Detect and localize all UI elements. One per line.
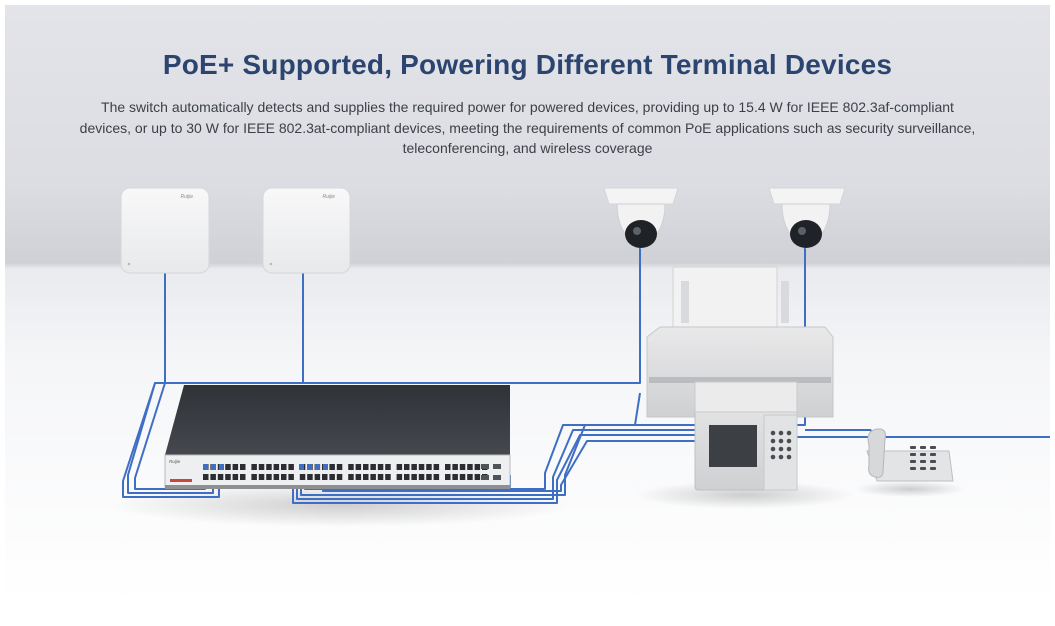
- switch-port: [467, 464, 473, 470]
- switch-port: [418, 474, 425, 480]
- switch-port: [363, 474, 369, 480]
- switch-port: [266, 474, 272, 480]
- switch-port: [203, 474, 209, 480]
- switch-port: [281, 464, 287, 470]
- switch-port: [404, 474, 410, 480]
- poe-hero-banner: PoE+ Supported, Powering Different Termi…: [5, 5, 1050, 605]
- wireless-access-point: Ruijie: [120, 187, 210, 274]
- switch-port: [251, 464, 257, 470]
- switch-port: [445, 474, 451, 480]
- switch-port: [288, 464, 294, 470]
- switch-port: [322, 474, 328, 480]
- switch-port: [474, 464, 481, 470]
- switch-port: [240, 474, 246, 480]
- switch-port: [258, 464, 265, 470]
- switch-port: [355, 474, 362, 480]
- switch-port: [225, 464, 231, 470]
- switch-port: [459, 464, 466, 470]
- switch-port: [411, 474, 417, 480]
- switch-port: [404, 464, 410, 470]
- switch-port: [385, 464, 391, 470]
- switch-port: [336, 464, 343, 470]
- switch-port: [299, 474, 306, 480]
- switch-port: [370, 464, 376, 470]
- switch-port: [307, 474, 313, 480]
- ip-phone: [866, 428, 954, 482]
- switch-port: [329, 474, 335, 480]
- switch-port: [411, 464, 417, 470]
- switch-port: [433, 474, 440, 480]
- poe-switch: Ruijie: [164, 385, 511, 489]
- switch-port: [314, 474, 321, 480]
- switch-port: [240, 464, 246, 470]
- switch-port: [426, 474, 432, 480]
- switch-port: [232, 474, 239, 480]
- switch-port: [452, 474, 458, 480]
- switch-port: [348, 474, 354, 480]
- switch-port: [396, 474, 403, 480]
- switch-port: [225, 474, 231, 480]
- switch-port: [474, 474, 481, 480]
- switch-port: [452, 464, 458, 470]
- switch-port: [232, 464, 239, 470]
- switch-port: [348, 464, 354, 470]
- switch-port: [281, 474, 287, 480]
- switch-brand-logo: Ruijie: [169, 459, 181, 464]
- switch-port: [433, 464, 440, 470]
- dome-camera: [603, 187, 679, 249]
- switch-port: [396, 464, 403, 470]
- access-control-terminal: [694, 381, 798, 491]
- switch-port: [377, 464, 384, 470]
- switch-port: [445, 464, 451, 470]
- switch-port: [266, 464, 272, 470]
- page-description: The switch automatically detects and sup…: [79, 99, 976, 156]
- switch-port: [251, 474, 257, 480]
- switch-port: [329, 464, 335, 470]
- switch-port: [385, 474, 391, 480]
- switch-port: [377, 474, 384, 480]
- switch-port: [426, 464, 432, 470]
- poe-network-illustration: Ruijie Ruijie: [110, 187, 1050, 527]
- switch-port: [363, 464, 369, 470]
- brand-logo: Ruijie: [322, 194, 335, 200]
- switch-port: [288, 474, 294, 480]
- switch-port: [336, 474, 343, 480]
- switch-port: [459, 474, 466, 480]
- ethernet-cables: [122, 248, 1050, 504]
- switch-port: [355, 464, 362, 470]
- dome-camera: [768, 187, 846, 249]
- switch-port: [210, 474, 216, 480]
- switch-port: [370, 474, 376, 480]
- page-title: PoE+ Supported, Powering Different Termi…: [162, 49, 893, 80]
- switch-port: [258, 474, 265, 480]
- switch-port: [467, 474, 473, 480]
- switch-port: [418, 464, 425, 470]
- wireless-access-point: Ruijie: [262, 187, 351, 274]
- switch-port: [217, 474, 224, 480]
- switch-port: [273, 464, 280, 470]
- switch-port: [273, 474, 280, 480]
- brand-logo: Ruijie: [180, 194, 193, 200]
